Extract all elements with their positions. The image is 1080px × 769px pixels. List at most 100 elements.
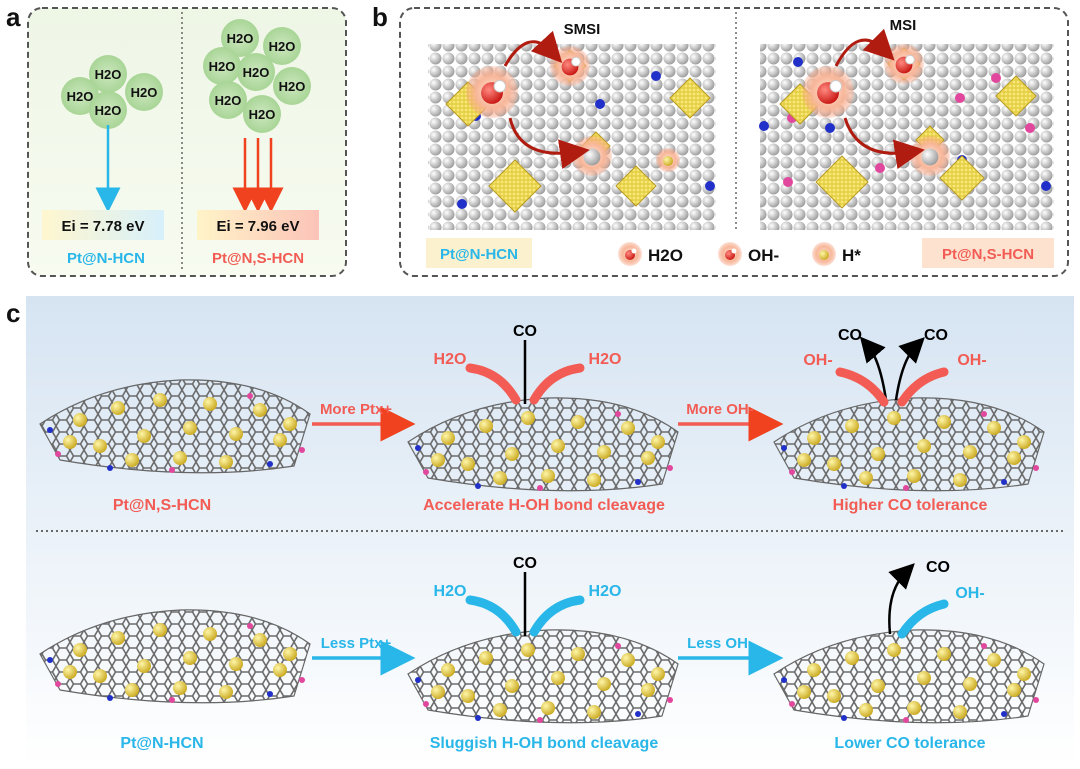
sheet-top-left	[39, 379, 311, 474]
pt-nanoparticle	[907, 701, 921, 715]
pt-nanoparticle	[859, 471, 873, 485]
water-molecule: H2O	[203, 47, 241, 85]
energy-box-right	[197, 210, 319, 240]
water-molecule: H2O	[89, 55, 127, 93]
top-h2o-right: H2O	[589, 351, 622, 368]
legend-oh: OH-	[718, 242, 779, 266]
pt-nanoparticle	[845, 419, 859, 433]
panel-c: c More Ptx+ More OH- Pt@N,S-HCN Accelera…	[6, 296, 1074, 766]
bottom-oh-right: OH-	[955, 585, 984, 602]
top-arrow2-label: More OH-	[686, 401, 754, 418]
nitrogen-atom	[793, 57, 803, 67]
pt-nanoparticle	[917, 671, 931, 685]
pt-nanoparticle	[807, 663, 821, 677]
pt-nanoparticle	[203, 627, 217, 641]
pt-nanoparticle	[641, 683, 655, 697]
bottom-arrow2-label: Less OH-	[687, 635, 753, 652]
pt-nanoparticle	[505, 679, 519, 693]
svg-text:H2O: H2O	[131, 85, 158, 100]
pt-nanoparticle	[219, 455, 233, 469]
panel-b-letter: b	[372, 2, 388, 32]
pt-cluster	[615, 165, 657, 207]
svg-text:H2O: H2O	[67, 89, 94, 104]
pt-nanoparticle	[871, 447, 885, 461]
pt-nanoparticle	[283, 417, 297, 431]
pt-nanoparticle	[641, 451, 655, 465]
sheet-bottom-right	[773, 629, 1045, 724]
pt-nanoparticle	[229, 657, 243, 671]
sulfur-atom	[783, 177, 793, 187]
pt-nanoparticle	[73, 643, 87, 657]
pt-nanoparticle	[431, 453, 445, 467]
top-catalyst-label: Pt@N,S-HCN	[113, 497, 211, 514]
pathway-arrows	[503, 28, 925, 170]
pt-nanoparticle	[551, 439, 565, 453]
pt-nanoparticle	[937, 415, 951, 429]
pt-nanoparticle	[859, 703, 873, 717]
pt-nanoparticle	[273, 433, 287, 447]
pt-nanoparticle	[571, 415, 585, 429]
water-molecule: H2O	[273, 67, 311, 105]
pt-nanoparticle	[621, 421, 635, 435]
legend-h2o: H2O	[618, 242, 683, 266]
pt-nanoparticle	[917, 439, 931, 453]
svg-text:H2O: H2O	[269, 39, 296, 54]
pt-nanoparticle	[441, 431, 455, 445]
top-oh-right: OH-	[957, 352, 986, 369]
pt-nanoparticle	[571, 647, 585, 661]
label-box-b-right	[922, 238, 1054, 268]
pt-nanoparticle	[827, 457, 841, 471]
pt-nanoparticle	[807, 431, 821, 445]
top-step2-label: Accelerate H-OH bond cleavage	[423, 497, 665, 514]
pt-nanoparticle	[73, 413, 87, 427]
bottom-step2-label: Sluggish H-OH bond cleavage	[430, 735, 659, 752]
pt-nanoparticle	[461, 689, 475, 703]
svg-text:H2O: H2O	[215, 93, 242, 108]
label-b-left: Pt@N-HCN	[440, 246, 518, 263]
pt-nanoparticle	[587, 705, 601, 719]
pt-cluster	[669, 77, 711, 119]
pt-nanoparticle	[963, 677, 977, 691]
pt-nanoparticle	[1017, 435, 1031, 449]
hydroxide-adsorbate	[884, 44, 924, 84]
pt-nanoparticle	[597, 445, 611, 459]
hydrogen-adsorbate	[910, 136, 950, 176]
pt-nanoparticle	[479, 651, 493, 665]
energy-right: Ei = 7.96 eV	[217, 218, 300, 235]
legend-h: H*	[812, 242, 861, 266]
nitrogen-atom	[1041, 181, 1051, 191]
sheet-bottom-middle	[407, 629, 679, 724]
sulfur-atom	[875, 163, 885, 173]
nitrogen-atom	[825, 123, 835, 133]
top-step3-label: Higher CO tolerance	[833, 497, 988, 514]
pt-nanoparticle	[651, 435, 665, 449]
bottom-co-right: CO	[926, 559, 950, 576]
pt-nanoparticle	[1007, 683, 1021, 697]
water-adsorbate	[802, 66, 854, 118]
top-co-right: CO	[924, 327, 948, 344]
pt-nanoparticle	[111, 401, 125, 415]
sulfur-atom	[955, 93, 965, 103]
legend-oh-label: OH-	[748, 246, 779, 265]
pt-nanoparticle	[827, 689, 841, 703]
panel-c-letter: c	[6, 298, 20, 328]
pt-nanoparticle	[551, 671, 565, 685]
water-adsorbate	[466, 66, 518, 118]
pt-nanoparticle	[493, 471, 507, 485]
bottom-right-adsorbates: CO OH-	[888, 559, 985, 639]
pt-nanoparticle	[203, 397, 217, 411]
pt-nanoparticle	[953, 473, 967, 487]
pt-nanoparticle	[63, 665, 77, 679]
pt-nanoparticle	[587, 473, 601, 487]
svg-text:H2O: H2O	[95, 67, 122, 82]
pt-nanoparticle	[987, 653, 1001, 667]
pt-nanoparticle	[505, 447, 519, 461]
pt-nanoparticle	[887, 643, 901, 657]
pt-nanoparticle	[493, 703, 507, 717]
top-oh-left: OH-	[803, 352, 832, 369]
pt-nanoparticle	[887, 411, 901, 425]
nitrogen-atom	[759, 121, 769, 131]
